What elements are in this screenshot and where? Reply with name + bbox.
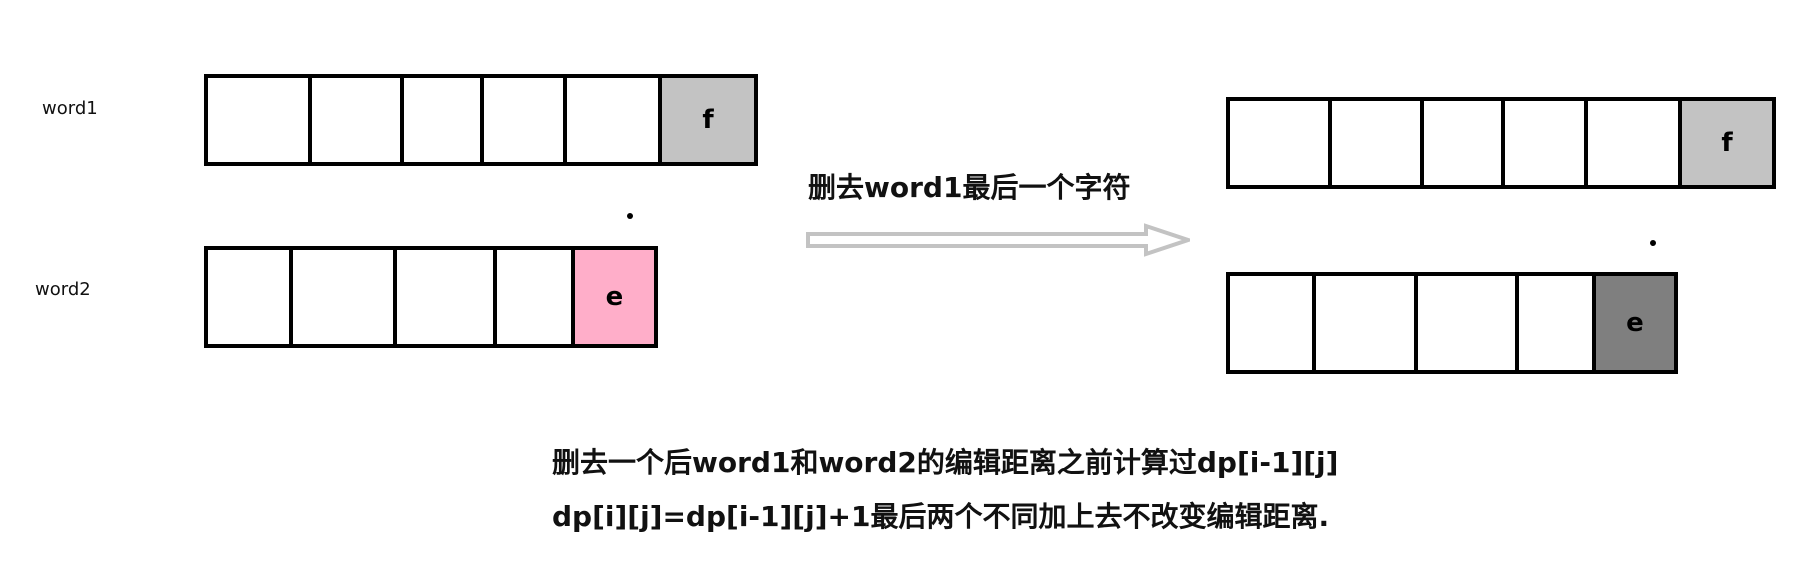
word1-cell <box>1505 101 1588 185</box>
word1-last-cell: f <box>1682 101 1772 185</box>
word1-cell <box>312 78 404 162</box>
word1-array-after: f <box>1226 97 1776 189</box>
word2-last-cell: e <box>575 250 654 344</box>
word2-last-char: e <box>605 282 624 312</box>
note-line-1: 删去一个后word1和word2的编辑距离之前计算过dp[i-1][j] <box>552 446 1339 479</box>
word1-cell <box>208 78 312 162</box>
word2-cell <box>1519 276 1596 370</box>
word2-cell <box>1418 276 1519 370</box>
word2-cell <box>497 250 575 344</box>
alignment-dot <box>1650 240 1656 246</box>
operation-label: 删去word1最后一个字符 <box>808 171 1131 204</box>
alignment-dot <box>627 213 633 219</box>
word1-label: word1 <box>42 98 98 119</box>
word1-cell <box>567 78 662 162</box>
word2-cell <box>397 250 497 344</box>
word2-array-after: e <box>1226 272 1678 374</box>
word1-cell <box>1588 101 1682 185</box>
word2-cell <box>1316 276 1418 370</box>
word1-array-before: f <box>204 74 758 166</box>
word2-last-char: e <box>1626 308 1644 338</box>
word2-last-cell: e <box>1596 276 1674 370</box>
word1-last-char: f <box>1721 128 1733 158</box>
word2-label: word2 <box>35 279 91 300</box>
word2-cell <box>1230 276 1316 370</box>
word1-cell <box>404 78 484 162</box>
word1-cell <box>1424 101 1505 185</box>
word1-cell <box>484 78 567 162</box>
word2-cell <box>293 250 397 344</box>
word1-cell <box>1332 101 1424 185</box>
word2-cell <box>208 250 293 344</box>
arrow-right-icon <box>806 223 1190 257</box>
word1-cell <box>1230 101 1332 185</box>
word1-last-char: f <box>702 105 714 135</box>
note-line-2: dp[i][j]=dp[i-1][j]+1最后两个不同加上去不改变编辑距离. <box>552 500 1330 533</box>
word2-array-before: e <box>204 246 658 348</box>
word1-last-cell: f <box>662 78 754 162</box>
